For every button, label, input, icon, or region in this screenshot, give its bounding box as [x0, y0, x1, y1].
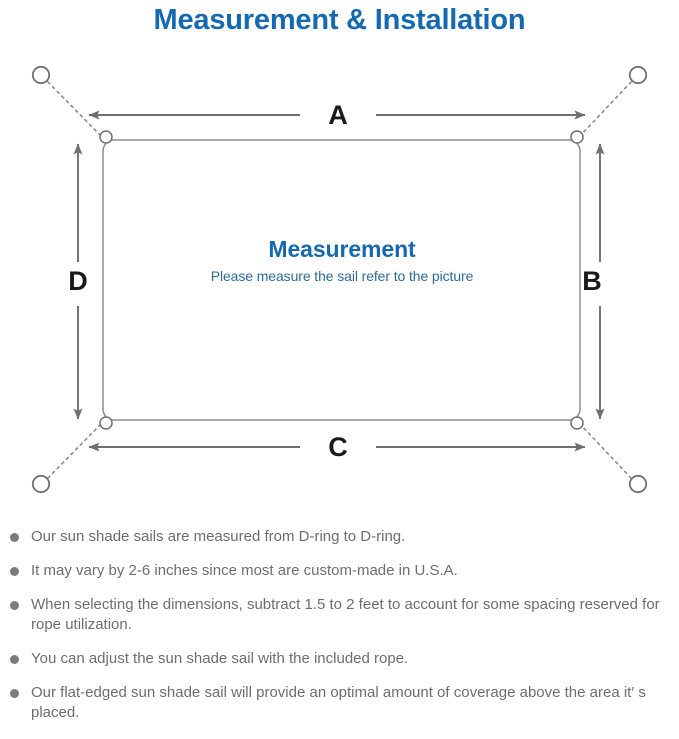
- list-item: You can adjust the sun shade sail with t…: [0, 649, 679, 669]
- list-item: Our sun shade sails are measured from D-…: [0, 527, 679, 547]
- dimension-label-b: B: [582, 266, 602, 296]
- diagram-svg: [31, 65, 648, 494]
- anchor-posts: [31, 65, 648, 494]
- sail-measurement-diagram: A B C D Measurement Please measure the s…: [0, 44, 679, 514]
- d-ring-bottom-right: [570, 416, 584, 430]
- d-ring-top-right: [570, 130, 584, 144]
- dimension-label-a: A: [328, 100, 348, 130]
- d-ring-bottom-left: [99, 416, 113, 430]
- note-text: Our sun shade sails are measured from D-…: [31, 528, 406, 545]
- rope-line-top-left: [47, 81, 102, 137]
- anchor-post-top-right: [628, 65, 648, 85]
- anchor-post-bottom-left: [31, 474, 51, 494]
- note-text: You can adjust the sun shade sail with t…: [31, 650, 409, 667]
- note-text: Our flat-edged sun shade sail will provi…: [31, 684, 646, 721]
- note-text: When selecting the dimensions, subtract …: [31, 596, 660, 633]
- d-rings: [99, 130, 584, 430]
- sail-shape: [102, 139, 581, 421]
- list-item: Our flat-edged sun shade sail will provi…: [0, 683, 679, 723]
- anchor-post-top-left: [31, 65, 51, 85]
- sail-center-labels: Measurement Please measure the sail refe…: [103, 234, 581, 288]
- bullet-icon: [10, 533, 19, 542]
- dimension-label-d: D: [68, 266, 88, 296]
- notes-list: Our sun shade sails are measured from D-…: [0, 527, 679, 737]
- bullet-icon: [10, 567, 19, 576]
- sail-center-title: Measurement: [268, 236, 416, 262]
- rope-lines: [47, 81, 632, 479]
- dimension-label-c: C: [328, 432, 348, 462]
- page-title: Measurement & Installation: [153, 4, 526, 36]
- rope-line-top-right: [579, 81, 632, 137]
- bullet-icon: [10, 601, 19, 610]
- sail-center-subtitle: Please measure the sail refer to the pic…: [210, 268, 474, 284]
- list-item: It may vary by 2-6 inches since most are…: [0, 561, 679, 581]
- bullet-icon: [10, 689, 19, 698]
- rope-line-bottom-left: [47, 423, 102, 479]
- d-ring-top-left: [99, 130, 113, 144]
- rope-line-bottom-right: [579, 423, 632, 479]
- anchor-post-bottom-right: [628, 474, 648, 494]
- note-text: It may vary by 2-6 inches since most are…: [31, 562, 458, 579]
- bullet-icon: [10, 655, 19, 664]
- list-item: When selecting the dimensions, subtract …: [0, 595, 679, 635]
